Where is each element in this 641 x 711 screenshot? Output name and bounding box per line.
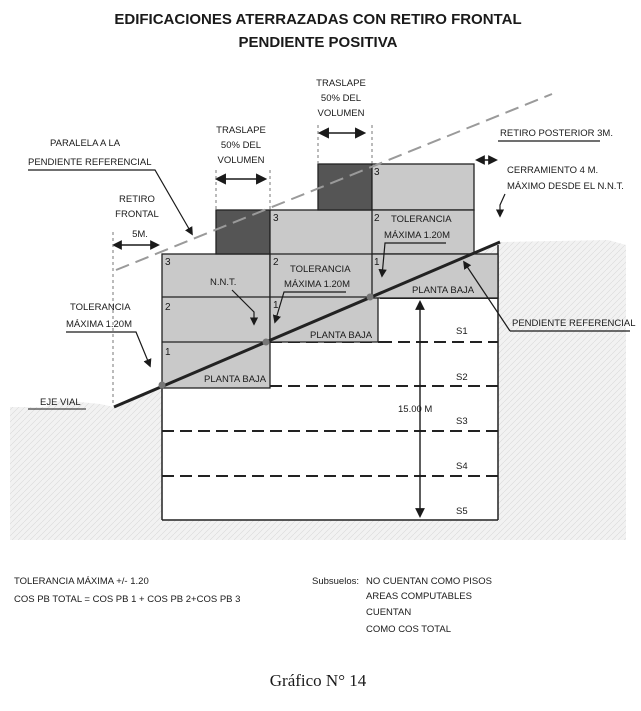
traslape-2-line3: VOLUMEN: [318, 108, 365, 119]
label-s2: S2: [456, 372, 468, 383]
label-s1: S1: [456, 326, 468, 337]
building-c: [317, 163, 499, 299]
note-cos-total: COS PB TOTAL = COS PB 1 + COS PB 2+COS P…: [14, 594, 240, 605]
traslape-1-line1: TRASLAPE: [216, 125, 266, 136]
paralela-label-line1: PARALELA A LA: [50, 138, 121, 149]
parallel-reference-line: [115, 93, 553, 271]
cerramiento-line1: CERRAMIENTO 4 M.: [507, 165, 598, 176]
paralela-label-line2: PENDIENTE REFERENCIAL: [28, 157, 152, 168]
note-tolerancia: TOLERANCIA MÁXIMA +/- 1.20: [14, 576, 149, 587]
building-b: [215, 209, 379, 343]
retiro-frontal-line3: 5M.: [132, 229, 148, 240]
cerramiento-leader: [495, 193, 506, 218]
note-subsuelos-3: CUENTAN: [366, 607, 411, 618]
traslape-1-line2: 50% DEL: [221, 140, 261, 151]
floor-num-b2: 2: [273, 257, 279, 268]
label-s3: S3: [456, 416, 468, 427]
height-dimension-label: 15.00 M: [398, 404, 432, 415]
retiro-posterior-label: RETIRO POSTERIOR 3M.: [500, 128, 613, 139]
floor-num-c3: 3: [374, 167, 380, 178]
label-planta-baja-a: PLANTA BAJA: [204, 374, 267, 385]
tolerancia-left-leader: [66, 331, 152, 368]
tolerancia-right-line1: TOLERANCIA: [391, 214, 452, 225]
tolerancia-right-leader: [378, 242, 446, 278]
diagram-title: EDIFICACIONES ATERRAZADAS CON RETIRO FRO…: [114, 11, 521, 28]
tolerancia-right-line2: MÁXIMA 1.20M: [384, 230, 450, 241]
note-subsuelos-label: Subsuelos:: [312, 576, 359, 587]
traslape-2-line1: TRASLAPE: [316, 78, 366, 89]
floor-num-a1: 1: [165, 347, 171, 358]
figure-caption: Gráfico N° 14: [270, 671, 367, 690]
floor-num-c1: 1: [374, 257, 380, 268]
floor-num-a3: 3: [165, 257, 171, 268]
pendiente-leader-arrow: [463, 260, 511, 332]
diagram-subtitle: PENDIENTE POSITIVA: [239, 34, 398, 51]
paralela-leader: [28, 169, 193, 236]
note-subsuelos-2: AREAS COMPUTABLES: [366, 591, 472, 602]
tolerancia-left-line1: TOLERANCIA: [70, 302, 131, 313]
nnt-leader: [231, 289, 259, 326]
floor-num-b3: 3: [273, 213, 279, 224]
note-subsuelos-4: COMO COS TOTAL: [366, 624, 451, 635]
floor-num-b1: 1: [273, 300, 279, 311]
floor-num-a2: 2: [165, 302, 171, 313]
label-planta-baja-b: PLANTA BAJA: [310, 330, 373, 341]
reference-slope-line: [113, 240, 501, 409]
nnt-label: N.N.T.: [210, 277, 236, 288]
tolerancia-mid-line2: MÁXIMA 1.20M: [284, 279, 350, 290]
traslape-2-line2: 50% DEL: [321, 93, 361, 104]
tolerancia-mid-leader: [272, 291, 346, 324]
note-subsuelos-1: NO CUENTAN COMO PISOS: [366, 576, 492, 587]
tolerancia-mid-line1: TOLERANCIA: [290, 264, 351, 275]
retiro-frontal-line1: RETIRO: [119, 194, 155, 205]
tolerancia-left-line2: MÁXIMA 1.20M: [66, 319, 132, 330]
eje-vial-label: EJE VIAL: [40, 397, 81, 408]
cerramiento-line2: MÁXIMO DESDE EL N.N.T.: [507, 181, 624, 192]
slope-points: [158, 293, 374, 389]
floor-num-c2: 2: [374, 213, 380, 224]
retiro-frontal-line2: FRONTAL: [115, 209, 159, 220]
traslape-1-line3: VOLUMEN: [218, 155, 265, 166]
pendiente-label: PENDIENTE REFERENCIAL: [512, 318, 636, 329]
label-s4: S4: [456, 461, 468, 472]
label-planta-baja-c: PLANTA BAJA: [412, 285, 475, 296]
label-s5: S5: [456, 506, 468, 517]
